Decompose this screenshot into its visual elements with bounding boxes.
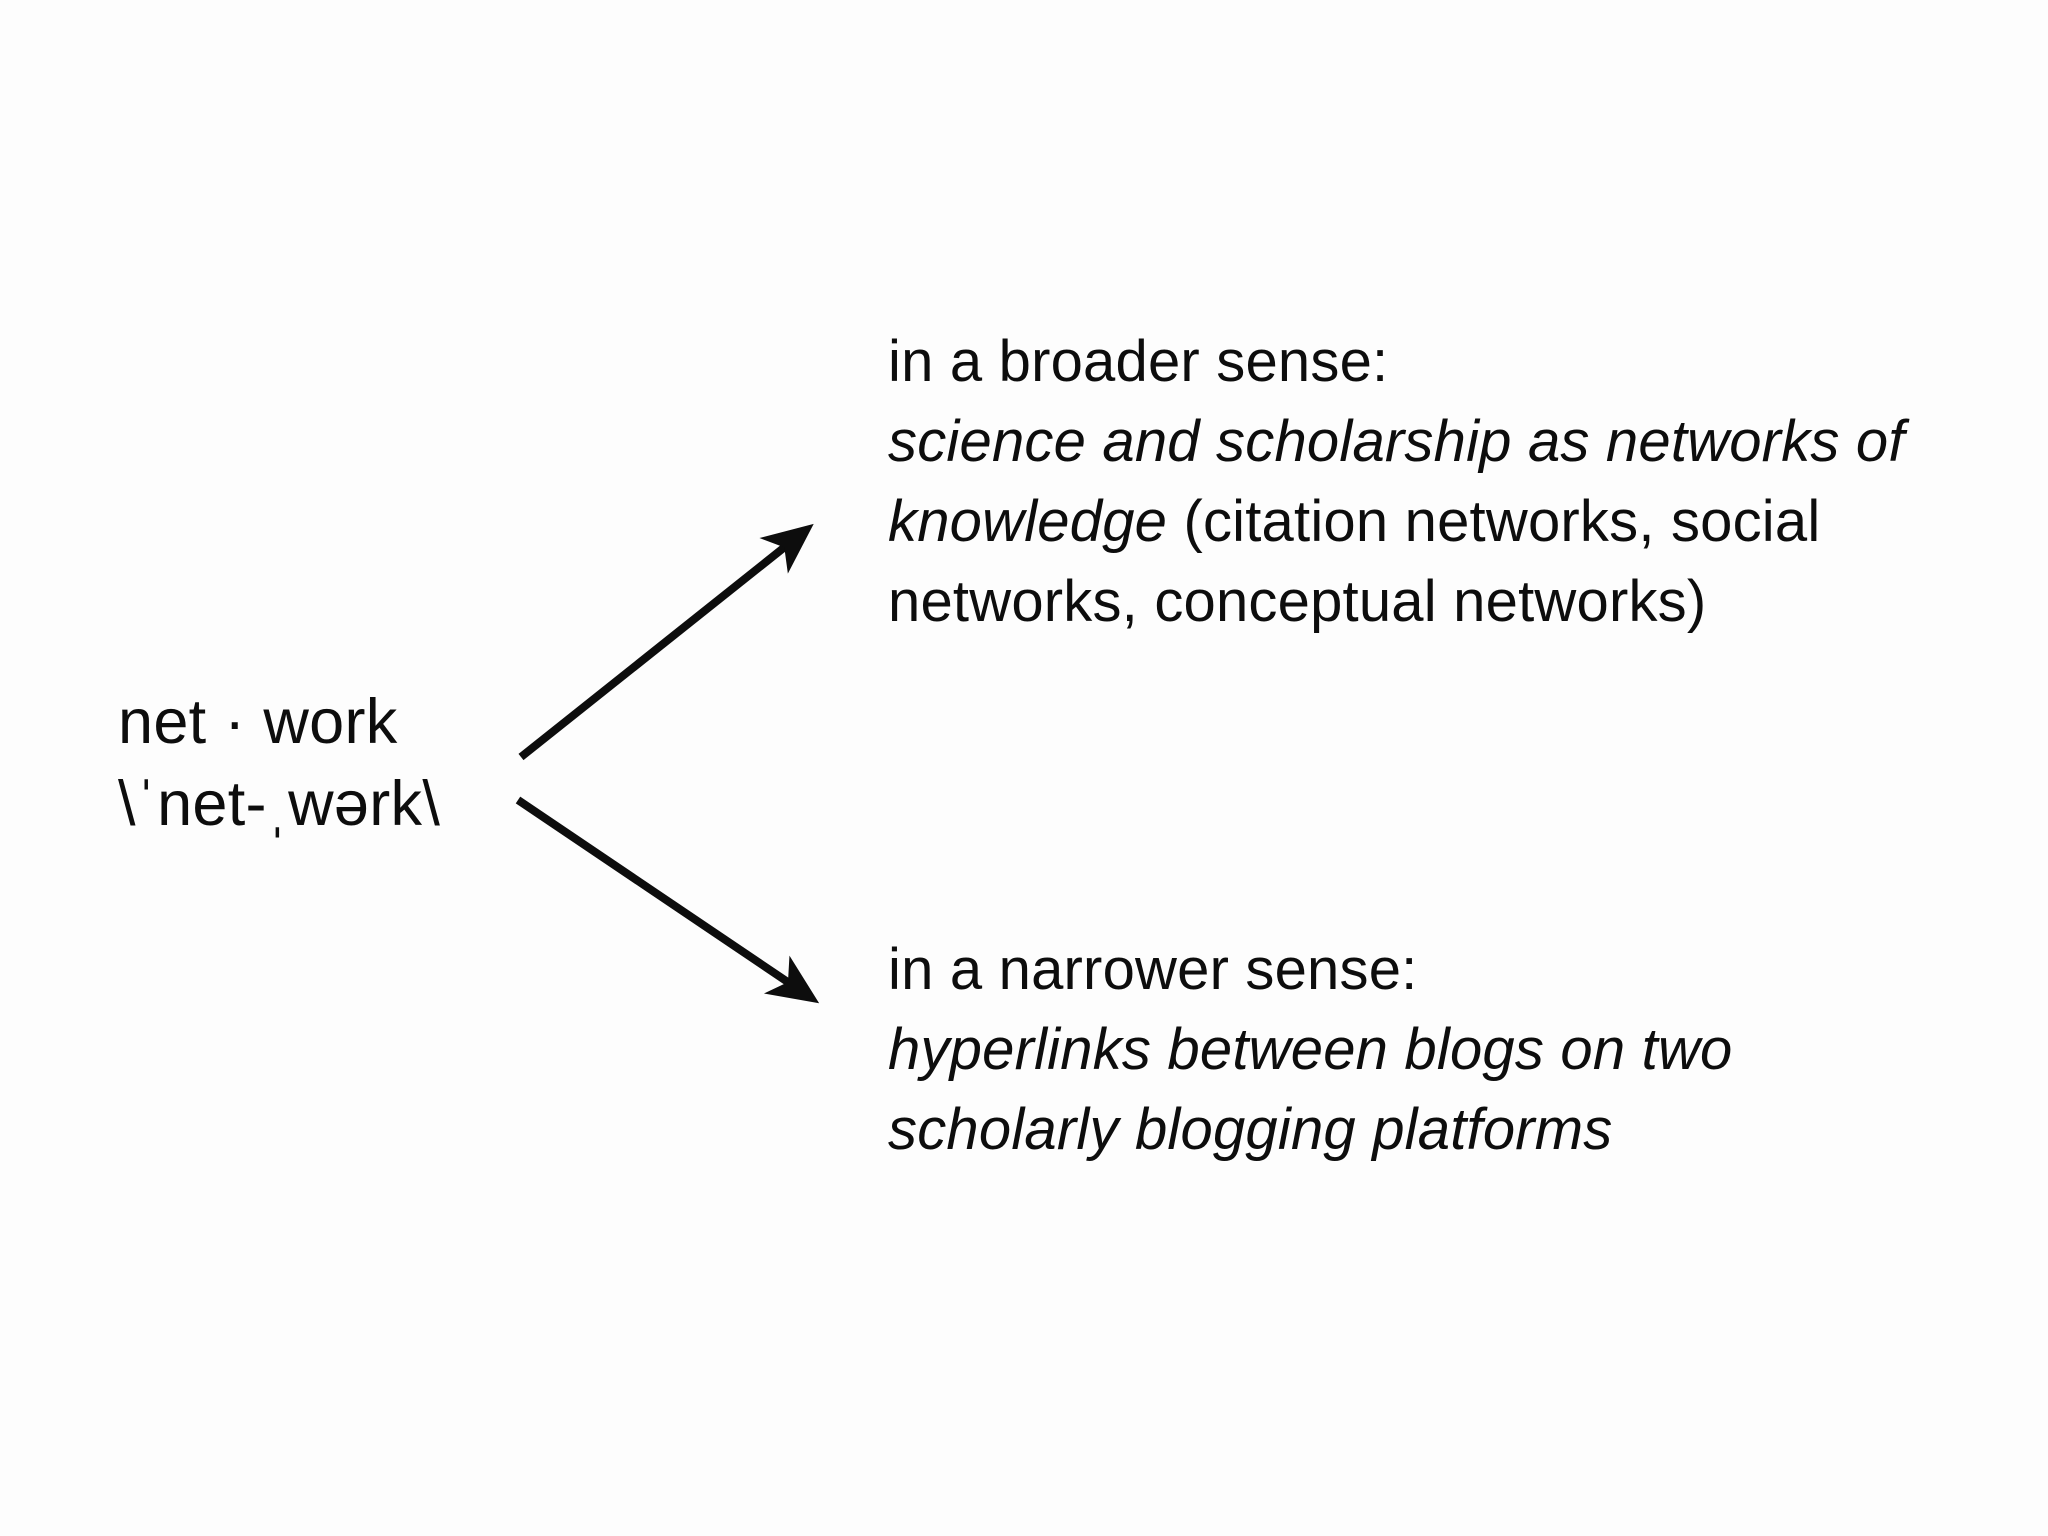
headword-pronunciation: \ˈnet-ˌwərk\ <box>118 769 441 840</box>
sense-run: (citation networks, social <box>1167 489 1821 555</box>
sense-label-broader: in a broader sense: <box>888 329 1389 394</box>
arrow-to-broader-sense <box>518 523 814 761</box>
sense-line: networks, conceptual networks) <box>888 562 1905 642</box>
sense-run: knowledge <box>888 489 1168 555</box>
sense-run: networks, conceptual networks) <box>888 569 1707 635</box>
headword-block: net · work \ˈnet-ˌwərk\ <box>118 685 440 842</box>
sense-line: scholarly blogging platforms <box>888 1090 1732 1170</box>
sense-line: knowledge (citation networks, social <box>888 482 1905 562</box>
sense-line: science and scholarship as networks of <box>888 402 1905 482</box>
arrow-to-narrower-sense <box>515 796 820 1004</box>
sense-run: scholarly blogging platforms <box>888 1097 1613 1163</box>
sense-block-narrower: in a narrower sense: hyperlinks between … <box>888 930 1732 1170</box>
sense-line: hyperlinks between blogs on two <box>888 1010 1732 1090</box>
headword-term: net · work <box>118 687 398 757</box>
sense-run: hyperlinks between blogs on two <box>888 1017 1733 1083</box>
sense-label-narrower: in a narrower sense: <box>888 937 1418 1002</box>
sense-block-broader: in a broader sense: science and scholars… <box>888 322 1905 642</box>
sense-run: science and scholarship as networks of <box>888 409 1905 475</box>
